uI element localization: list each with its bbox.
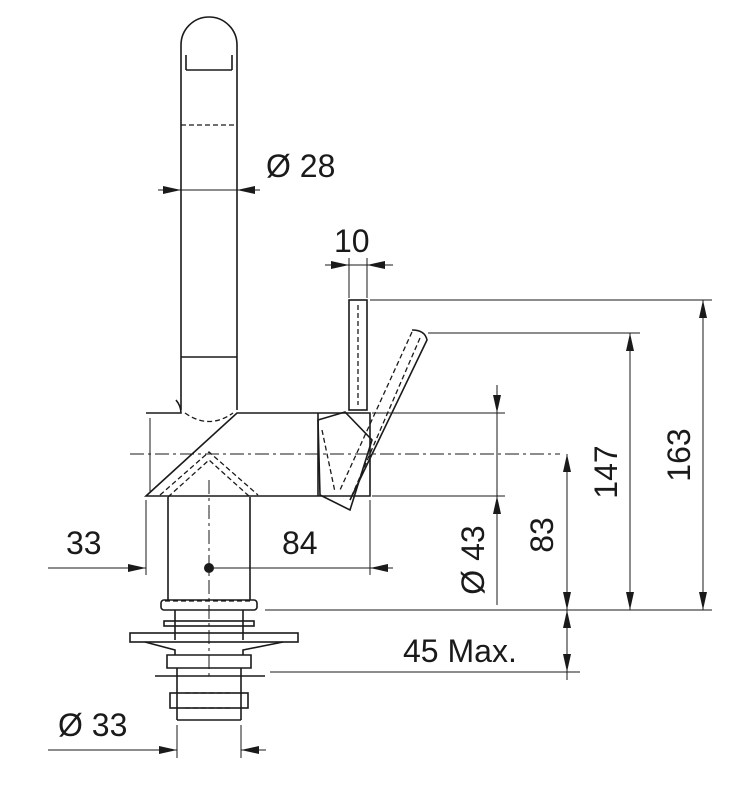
- dimension-labels: Ø 28 10 163 147 83 Ø 43 45 Max. 33 84 Ø …: [58, 148, 697, 743]
- dimension-lines: [48, 186, 712, 758]
- label-lever-width: 10: [334, 223, 370, 259]
- faucet-outline: [129, 16, 560, 721]
- label-shank-diameter: Ø 33: [58, 707, 127, 743]
- label-lever-height: 147: [588, 445, 624, 498]
- label-body-diameter: Ø 43: [455, 525, 491, 594]
- label-body-height: 83: [524, 517, 560, 553]
- label-spout-diameter: Ø 28: [266, 148, 335, 184]
- label-total-height: 163: [661, 428, 697, 481]
- label-mount-thickness: 45 Max.: [403, 633, 517, 669]
- label-left-offset: 33: [66, 525, 102, 561]
- label-right-offset: 84: [282, 525, 318, 561]
